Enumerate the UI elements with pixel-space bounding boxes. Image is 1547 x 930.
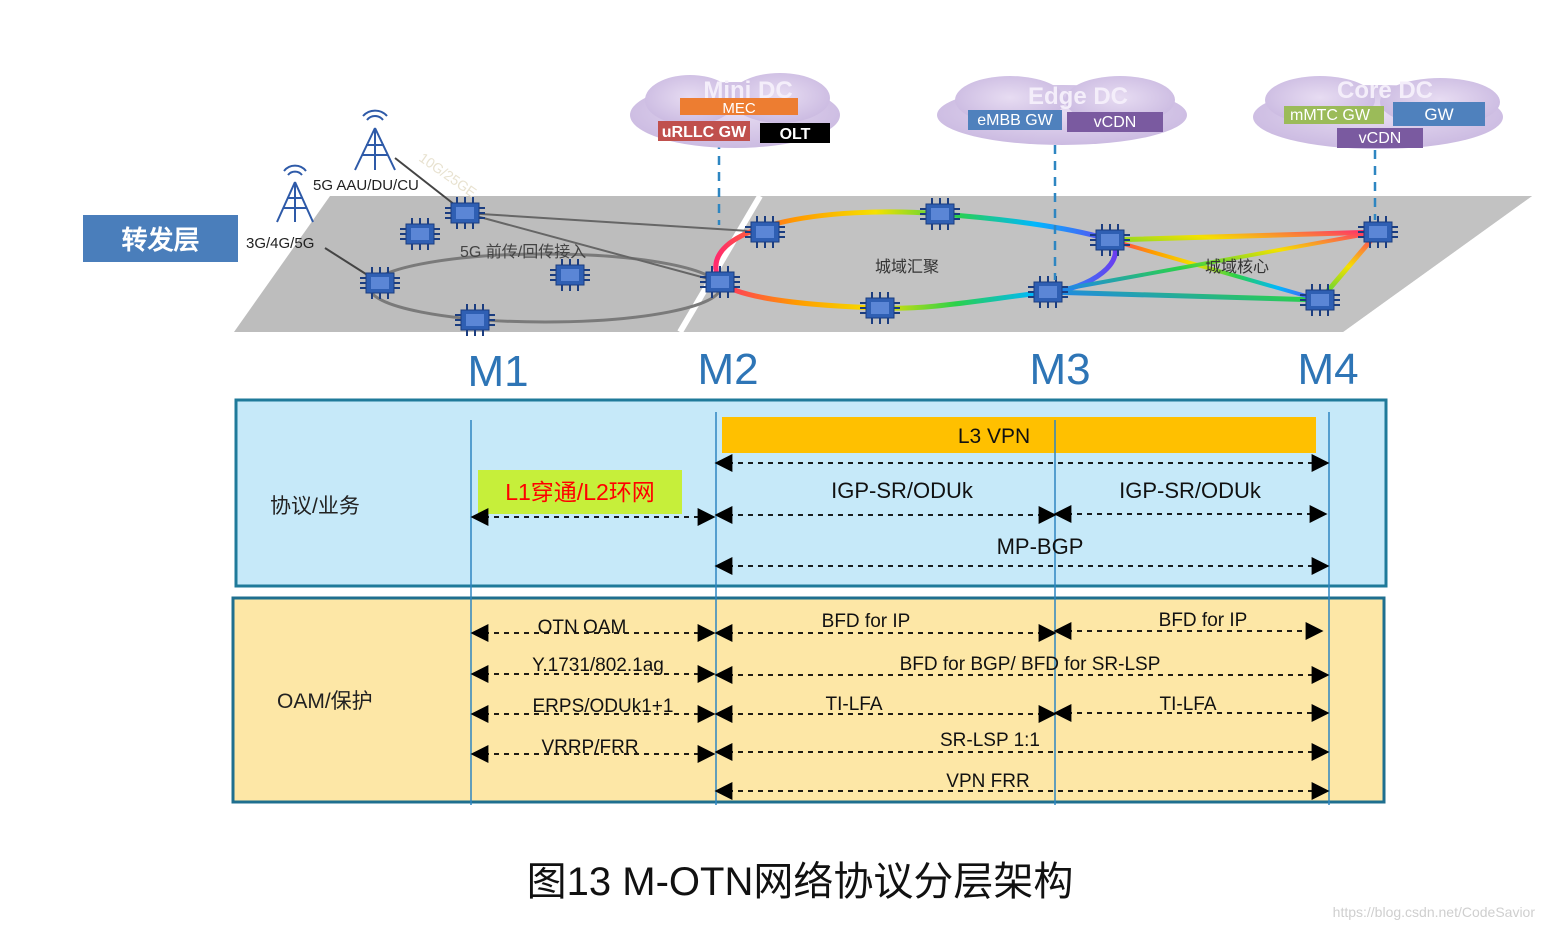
oam-section-label: OAM/保护 [277,690,373,713]
edge-dc-cloud [937,76,1187,145]
node-label-m4: M4 [1297,345,1358,394]
mec-label: MEC [722,100,756,117]
mini-dc-title: Mini DC [703,77,792,104]
forward-layer-label-box: 转发层 [83,215,238,262]
mmtc-label: mMTC GW [1290,107,1371,124]
mini-dc-cloud [630,73,840,148]
mpbgp-label: MP-BGP [997,534,1084,559]
core-gw-label: GW [1424,105,1453,124]
y1731-label: Y.1731/802.1ag [532,655,664,676]
radio-link-2 [394,157,456,206]
embb-label: eMBB GW [977,112,1053,129]
watermark: https://blog.csdn.net/CodeSavior [1333,904,1536,920]
srlsp-label: SR-LSP 1:1 [940,730,1040,751]
access-link-1 [464,212,766,233]
urllc-label: uRLLC GW [662,124,747,141]
bfd-ip-left-label: BFD for IP [822,611,911,632]
access-link-2 [464,212,721,283]
olt-label: OLT [780,126,811,143]
rate-label: 10G/25GE [416,149,479,200]
figure-caption: 图13 M-OTN网络协议分层架构 [527,860,1074,904]
g345-label: 3G/4G/5G [246,235,314,252]
tilfa-right-label: TI-LFA [1159,694,1216,715]
core-ring [1047,229,1384,303]
edge-dc-title: Edge DC [1028,83,1128,110]
forward-layer-label: 转发层 [121,226,200,256]
edge-vcdn-label: vCDN [1094,114,1137,131]
access-ring-label: 5G 前传/回传接入 [460,243,586,261]
erps-label: ERPS/ODUk1+1 [533,696,674,717]
igp-right-label: IGP-SR/ODUk [1119,478,1262,503]
aau-label: 5G AAU/DU/CU [313,177,419,194]
tilfa-left-label: TI-LFA [825,694,882,715]
bfd-bgp-label: BFD for BGP/ BFD for SR-LSP [900,654,1161,675]
node-label-m2: M2 [697,345,758,394]
core-dc-title: Core DC [1337,77,1433,104]
core-diagonal-1 [1109,238,1321,302]
l1l2-highlight [478,470,682,514]
protocol-section-label: 协议/业务 [270,495,360,518]
core-ring-label: 城域核心 [1205,258,1269,276]
vpnfrr-label: VPN FRR [946,771,1029,792]
core-diagonal-2 [1047,230,1379,294]
core-dc-cloud [1253,76,1503,149]
otn-oam-label: OTN OAM [538,617,627,638]
node-label-m1: M1 [467,347,528,396]
l1l2-label: L1穿通/L2环网 [505,479,655,505]
node-label-m3: M3 [1029,345,1090,394]
plane-divider [677,194,763,334]
vrrp-label: VRRP/FRR [541,737,638,758]
igp-left-label: IGP-SR/ODUk [831,478,974,503]
aggregation-label: 城域汇聚 [875,258,939,276]
l3vpn-bar [722,417,1316,453]
l3vpn-label: L3 VPN [958,425,1030,448]
core-vcdn-label: vCDN [1359,130,1402,147]
antenna-tower-icon [276,164,314,223]
antenna-tower-icon [354,109,396,171]
bfd-ip-right-label: BFD for IP [1159,610,1248,631]
